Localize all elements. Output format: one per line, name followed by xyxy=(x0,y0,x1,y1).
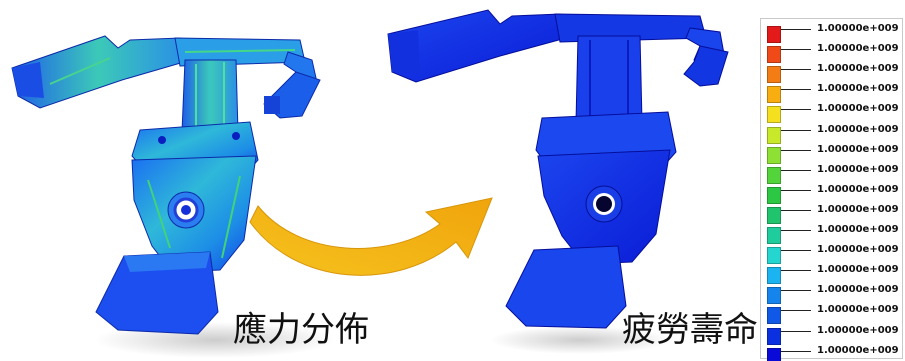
legend-swatch xyxy=(767,267,781,285)
legend-row: 1.00000e+009 xyxy=(767,264,902,286)
legend-tick xyxy=(781,250,811,252)
legend-tick xyxy=(781,310,811,312)
legend-swatch xyxy=(767,106,781,124)
legend-label: 1.00000e+009 xyxy=(817,183,899,195)
legend-row: 1.00000e+009 xyxy=(767,244,902,266)
legend-swatch xyxy=(767,46,781,64)
legend-row: 1.00000e+009 xyxy=(767,183,902,206)
legend-tick xyxy=(781,270,811,272)
legend-tick xyxy=(781,209,811,211)
legend-tick xyxy=(781,230,811,231)
legend-row: 1.00000e+009 xyxy=(767,203,902,226)
legend-label: 1.00000e+009 xyxy=(817,43,899,55)
legend-row: 1.00000e+009 xyxy=(767,224,902,246)
legend-label: 1.00000e+009 xyxy=(817,63,899,75)
stress-distribution-caption: 應力分佈 xyxy=(233,310,369,350)
legend-tick xyxy=(781,109,811,111)
legend-swatch xyxy=(767,287,781,305)
legend-tick xyxy=(781,189,811,191)
legend-label: 1.00000e+009 xyxy=(817,284,899,296)
legend-swatch xyxy=(767,26,781,43)
legend-swatch xyxy=(767,186,781,204)
legend-tick xyxy=(781,29,811,30)
legend-row: 1.00000e+009 xyxy=(767,324,902,347)
legend-row: 1.00000e+009 xyxy=(767,344,902,361)
legend-tick xyxy=(781,129,811,131)
legend-label: 1.00000e+009 xyxy=(817,324,899,336)
legend-tick xyxy=(781,330,811,332)
legend-label: 1.00000e+009 xyxy=(817,244,899,256)
legend-row: 1.00000e+009 xyxy=(767,163,902,186)
legend-label: 1.00000e+009 xyxy=(817,23,899,34)
legend-row: 1.00000e+009 xyxy=(767,103,902,125)
legend-tick xyxy=(781,49,811,51)
legend-label: 1.00000e+009 xyxy=(817,264,899,276)
legend-tick xyxy=(781,290,811,292)
legend-label: 1.00000e+009 xyxy=(817,163,899,175)
legend-row: 1.00000e+009 xyxy=(767,284,902,306)
legend-label: 1.00000e+009 xyxy=(817,143,899,155)
legend-label: 1.00000e+009 xyxy=(817,83,899,95)
legend-tick xyxy=(781,69,811,71)
legend-label: 1.00000e+009 xyxy=(817,224,899,235)
legend-swatch xyxy=(767,327,781,345)
legend-swatch xyxy=(767,347,781,361)
legend-label: 1.00000e+009 xyxy=(817,304,899,316)
legend-label: 1.00000e+009 xyxy=(817,344,899,356)
fatigue-life-caption: 疲勞壽命 xyxy=(622,310,758,350)
legend-row: 1.00000e+009 xyxy=(767,23,902,45)
legend-swatch xyxy=(767,166,781,184)
legend-row: 1.00000e+009 xyxy=(767,83,902,105)
legend-label: 1.00000e+009 xyxy=(817,203,899,215)
legend-label: 1.00000e+009 xyxy=(817,103,899,115)
legend-swatch xyxy=(767,146,781,164)
model-renders xyxy=(11,9,729,358)
legend-swatch xyxy=(767,247,781,265)
legend-tick xyxy=(781,169,811,171)
legend-row: 1.00000e+009 xyxy=(767,304,902,326)
legend-tick xyxy=(781,350,811,352)
legend-row: 1.00000e+009 xyxy=(767,143,902,166)
stress-model xyxy=(11,35,335,358)
legend-swatch xyxy=(767,206,781,224)
legend-swatch xyxy=(767,307,781,325)
transition-arrow-icon xyxy=(249,197,493,276)
legend-row: 1.00000e+009 xyxy=(767,123,902,146)
legend-row: 1.00000e+009 xyxy=(767,43,902,65)
legend-swatch xyxy=(767,126,781,144)
legend-swatch xyxy=(767,86,781,104)
legend-row: 1.00000e+009 xyxy=(767,63,902,85)
legend-swatch xyxy=(767,66,781,84)
color-legend: 1.00000e+009 1.00000e+009 1.00000e+009 1.00… xyxy=(760,18,903,361)
legend-label: 1.00000e+009 xyxy=(817,123,899,135)
legend-tick xyxy=(781,149,811,151)
legend-swatch xyxy=(767,227,781,244)
legend-tick xyxy=(781,89,811,91)
fatigue-model xyxy=(387,9,729,354)
